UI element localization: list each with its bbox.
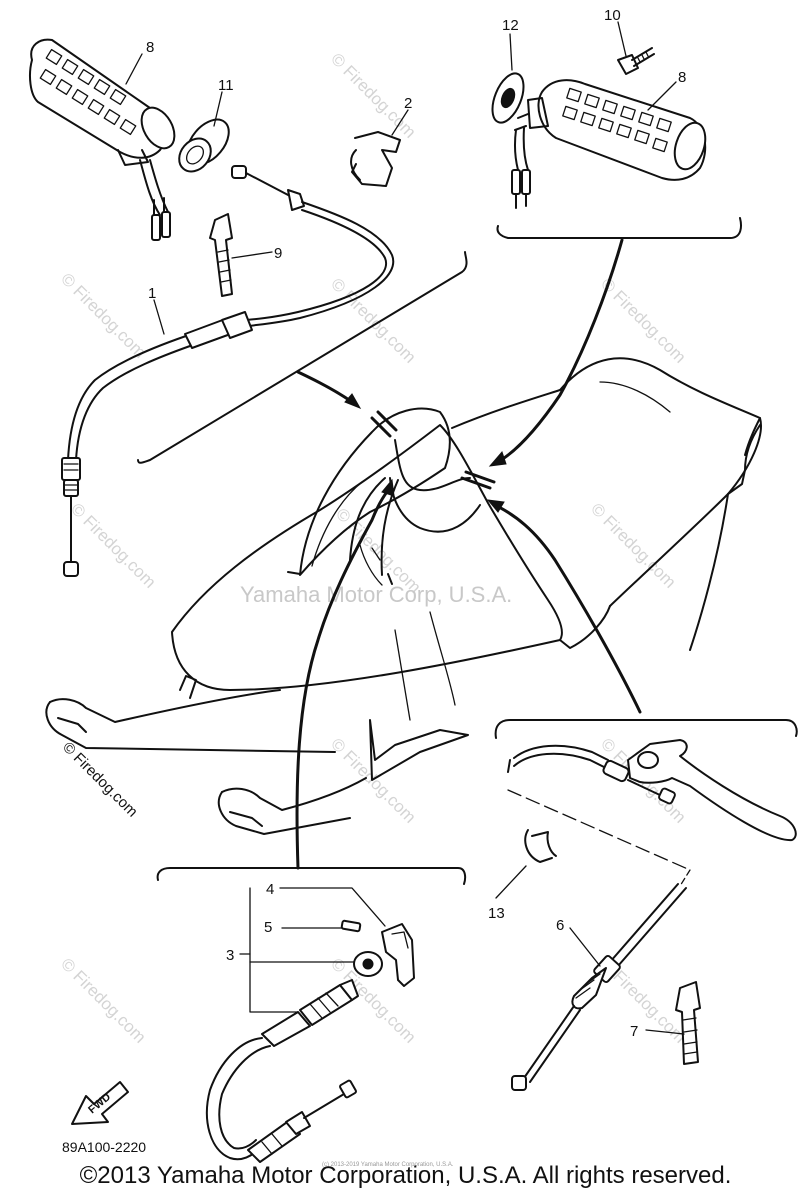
watermark-site: © Firedog.com: [67, 499, 159, 591]
arrow-right-group: [496, 238, 624, 464]
callout-3: 3: [226, 947, 234, 964]
watermark-center: Yamaha Motor Corp, U.S.A.: [240, 582, 512, 607]
callout-11: 11: [218, 77, 234, 94]
callout-4: 4: [266, 881, 274, 898]
watermark-site: © Firedog.com: [597, 274, 689, 366]
watermark-site-dark: © Firedog.com: [59, 739, 141, 821]
handlebar-marks: [287, 410, 496, 586]
leader-lines: [125, 21, 685, 1035]
washer: [491, 72, 525, 124]
screw: [617, 47, 655, 75]
grip-bushing: [178, 118, 230, 173]
arrow-left-group: [296, 370, 354, 404]
top-right-group: [488, 47, 742, 467]
watermark-site: © Firedog.com: [587, 499, 679, 591]
callout-numbers: 8 11 2 9 1 12 10 8 4 5 3 13 6 7: [146, 7, 686, 1040]
watermark-site: © Firedog.com: [57, 269, 149, 361]
cable-band-top: [209, 213, 233, 297]
callout-2: 2: [404, 95, 412, 112]
snowmobile-illustration: [45, 357, 762, 835]
lower-left-group: FWD: [71, 867, 467, 1163]
top-left-group: [29, 38, 468, 577]
grip-left: [29, 38, 176, 241]
callout-8-right: 8: [678, 69, 686, 86]
callout-10: 10: [604, 7, 621, 24]
fine-print: (c) 2013-2019 Yamaha Motor Corporation, …: [322, 1162, 454, 1168]
callout-5: 5: [264, 919, 272, 936]
watermark-site: © Firedog.com: [57, 954, 149, 1046]
callout-1: 1: [148, 285, 156, 302]
arrow-lower-left: [295, 486, 392, 870]
throttle-cable: [61, 165, 395, 577]
diagram-part-code: 89A100-2220: [62, 1139, 146, 1155]
copyright-notice: ©2013 Yamaha Motor Corporation, U.S.A. A…: [79, 1162, 732, 1189]
callout-9: 9: [274, 245, 282, 262]
callout-12: 12: [502, 17, 519, 34]
callout-7: 7: [630, 1023, 638, 1040]
callout-6: 6: [556, 917, 564, 934]
callout-13: 13: [488, 905, 505, 922]
clip: [350, 131, 401, 187]
callout-8: 8: [146, 39, 154, 56]
lower-right-group: [494, 719, 798, 1091]
arrow-lower-right: [493, 503, 642, 714]
grip-right: [511, 79, 707, 209]
fwd-arrow-icon: FWD: [71, 1081, 129, 1125]
